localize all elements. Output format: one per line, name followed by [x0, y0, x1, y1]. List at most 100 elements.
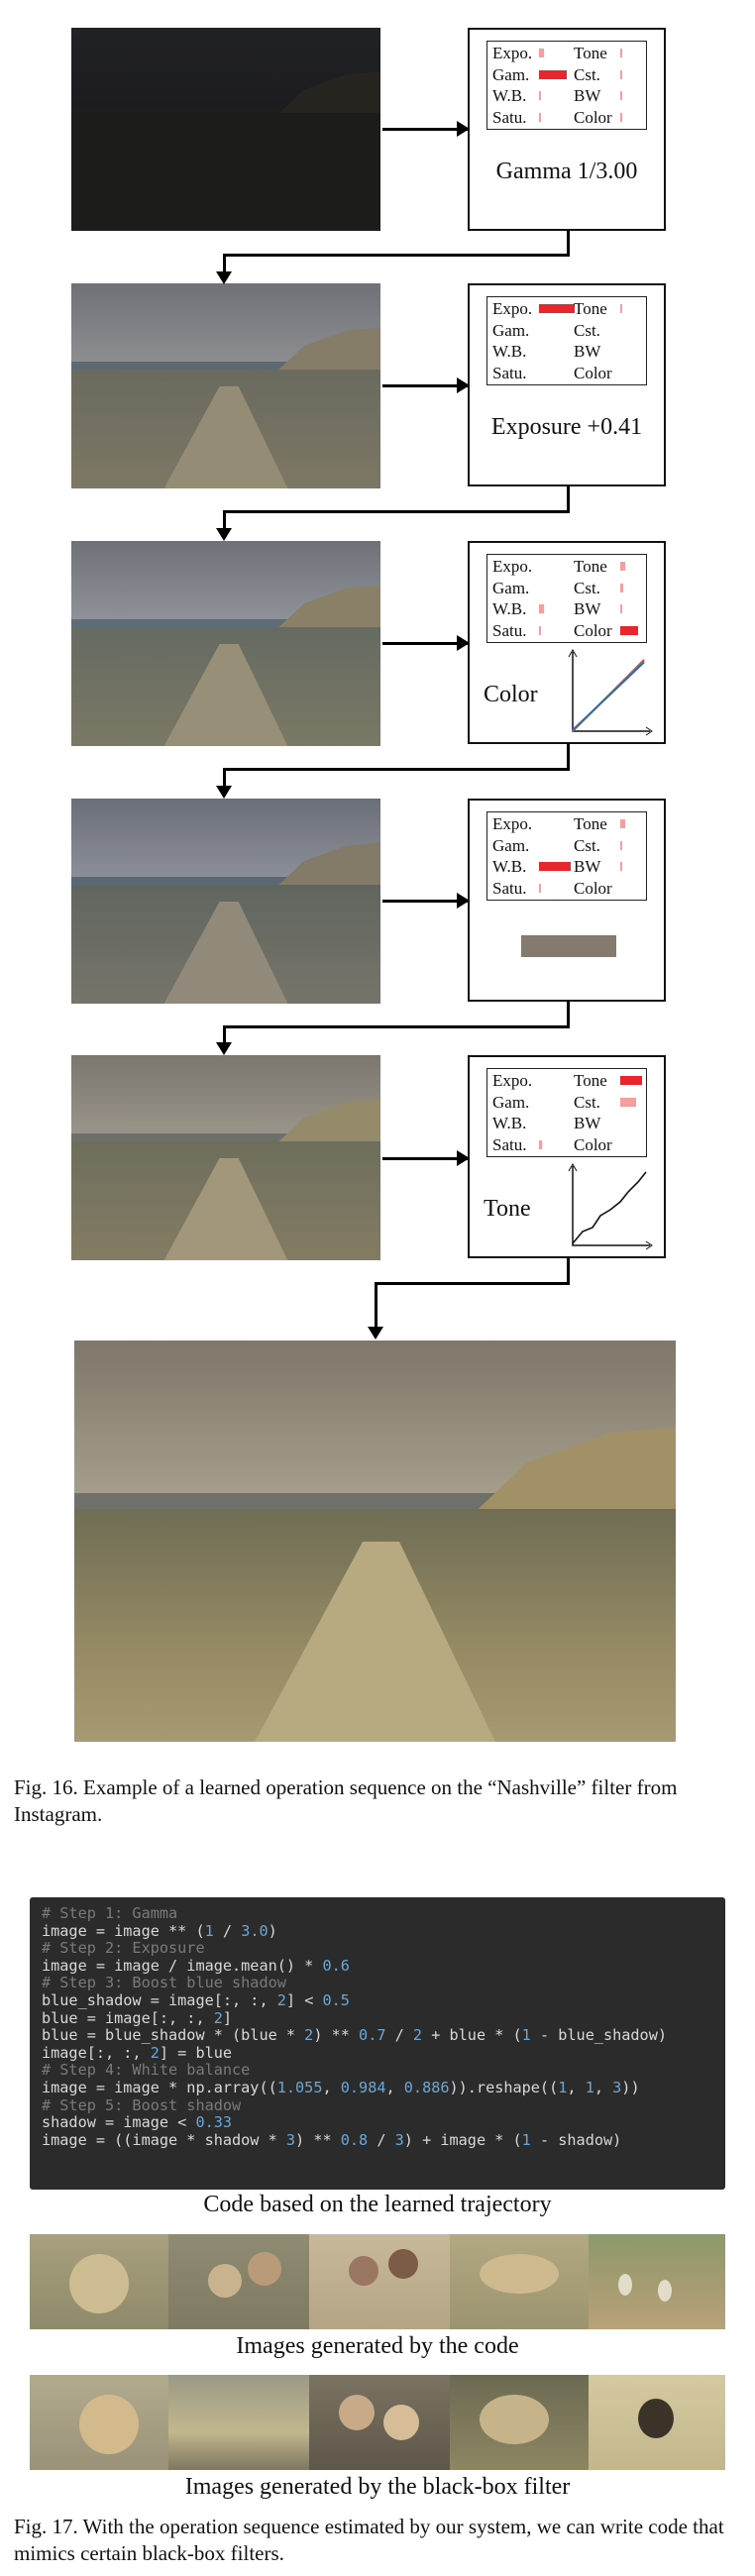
connector-5-v: [567, 1258, 570, 1284]
arrow-step5: [382, 1150, 470, 1166]
op-label-wb: W.B.: [492, 342, 527, 361]
op-label-cst: Cst.: [574, 578, 600, 597]
op-label-expo: Expo.: [492, 299, 533, 318]
op-label-satu: Satu.: [492, 107, 527, 127]
generated-thumb-couple-bench: [168, 2234, 309, 2329]
op-label-cst: Cst.: [574, 64, 600, 84]
connector-3-h: [223, 768, 570, 771]
op-label-cst: Cst.: [574, 320, 600, 340]
step-caption: Color: [484, 682, 538, 707]
op-gam: Gam.: [492, 836, 572, 856]
op-label-cst: Cst.: [574, 835, 600, 855]
op-bar-tone: [620, 819, 625, 828]
arrow-step2: [382, 377, 470, 393]
connector-2-arrow: [216, 510, 232, 541]
op-label-wb: W.B.: [492, 857, 527, 876]
op-label-color: Color: [574, 107, 612, 127]
op-label-color: Color: [574, 363, 612, 382]
op-color: Color: [574, 108, 653, 128]
code-line: image = image ** (1 / 3.0): [42, 1921, 277, 1940]
connector-2-h: [223, 510, 570, 513]
op-label-expo: Expo.: [492, 1071, 533, 1090]
step5-photo: [71, 1055, 380, 1260]
step-caption: Gamma 1/3.00: [495, 159, 638, 184]
arrow-step4: [382, 893, 470, 909]
op-bar-satu: [539, 1139, 542, 1149]
op-bar-wb: [539, 91, 541, 100]
op-color: Color: [574, 364, 653, 383]
op-color: Color: [574, 1135, 653, 1155]
fig17-caption: Fig. 17. With the operation sequence est…: [14, 2515, 724, 2565]
blackbox-thumb-sky: [168, 2375, 309, 2470]
op-cst: Cst.: [574, 836, 653, 856]
op-label-tone: Tone: [574, 44, 607, 62]
op-label-bw: BW: [574, 86, 601, 105]
connector-2-v: [567, 486, 570, 512]
code-line: image = image * np.array((1.055, 0.984, …: [42, 2078, 640, 2096]
op-label-wb: W.B.: [492, 1114, 527, 1132]
op-label-wb: W.B.: [492, 86, 527, 105]
curve-y-arrowhead: [568, 1162, 578, 1172]
op-label-tone: Tone: [574, 1071, 607, 1090]
op-bw: BW: [574, 1114, 653, 1133]
op-bar-expo: [539, 49, 544, 57]
step-caption: Tone: [484, 1196, 531, 1222]
op-wb: W.B.: [492, 342, 572, 362]
op-bar-wb: [539, 604, 544, 613]
op-bar-satu: [539, 112, 541, 122]
op-bar-bw: [620, 604, 622, 613]
connector-5-arrow: [368, 1282, 383, 1340]
step4-photo: [71, 799, 380, 1004]
op-bar-bw: [620, 862, 622, 871]
op-color: Color: [574, 879, 653, 899]
connector-4-h: [223, 1025, 570, 1028]
curve-x-arrowhead: [645, 1240, 653, 1250]
code-comment-line: # Step 3: Boost blue shadow: [42, 1974, 286, 1992]
op-expo: Expo.: [492, 557, 572, 577]
tone-curve-line: [572, 1171, 647, 1244]
op-label-tone: Tone: [574, 814, 607, 833]
op-label-expo: Expo.: [492, 44, 533, 62]
connector-1-h: [223, 254, 570, 257]
op-color: Color: [574, 621, 653, 641]
op-label-satu: Satu.: [492, 1134, 527, 1154]
op-label-satu: Satu.: [492, 878, 527, 898]
op-label-bw: BW: [574, 342, 601, 361]
code-comment-line: # Step 5: Boost shadow: [42, 2095, 242, 2114]
op-bw: BW: [574, 342, 653, 362]
connector-5-h: [375, 1282, 570, 1285]
generated-thumb-couple-beach: [309, 2234, 450, 2329]
generated-thumb-cheetah: [450, 2234, 589, 2329]
op-bw: BW: [574, 599, 653, 619]
blackbox-thumb-dog: [30, 2375, 168, 2470]
op-tone: Tone: [574, 44, 653, 63]
fig16-caption: Fig. 16. Example of a learned operation …: [14, 1775, 678, 1826]
code-line: image[:, :, 2] = blue: [42, 2043, 233, 2062]
code-comment-line: # Step 2: Exposure: [42, 1939, 205, 1958]
op-cst: Cst.: [574, 1093, 653, 1113]
op-label-gam: Gam.: [492, 64, 530, 84]
op-label-bw: BW: [574, 599, 601, 618]
step-caption: Exposure +0.41: [490, 414, 643, 440]
op-gam: Gam.: [492, 579, 572, 598]
op-label-gam: Gam.: [492, 1092, 530, 1112]
op-bar-expo: [539, 304, 575, 313]
op-bar-tone: [620, 304, 622, 313]
op-satu: Satu.: [492, 621, 572, 641]
white-balance-swatch: [521, 935, 616, 957]
step1-photo: [71, 28, 380, 231]
connector-3-arrow: [216, 768, 232, 799]
op-label-color: Color: [574, 620, 612, 640]
op-tone: Tone: [574, 814, 653, 834]
op-label-tone: Tone: [574, 557, 607, 576]
op-bar-cst: [620, 1097, 636, 1107]
blackbox-thumb-dog-grass: [450, 2375, 589, 2470]
blackbox-thumb-person: [589, 2375, 725, 2470]
op-satu: Satu.: [492, 1135, 572, 1155]
code-comment-line: # Step 1: Gamma: [42, 1904, 178, 1922]
